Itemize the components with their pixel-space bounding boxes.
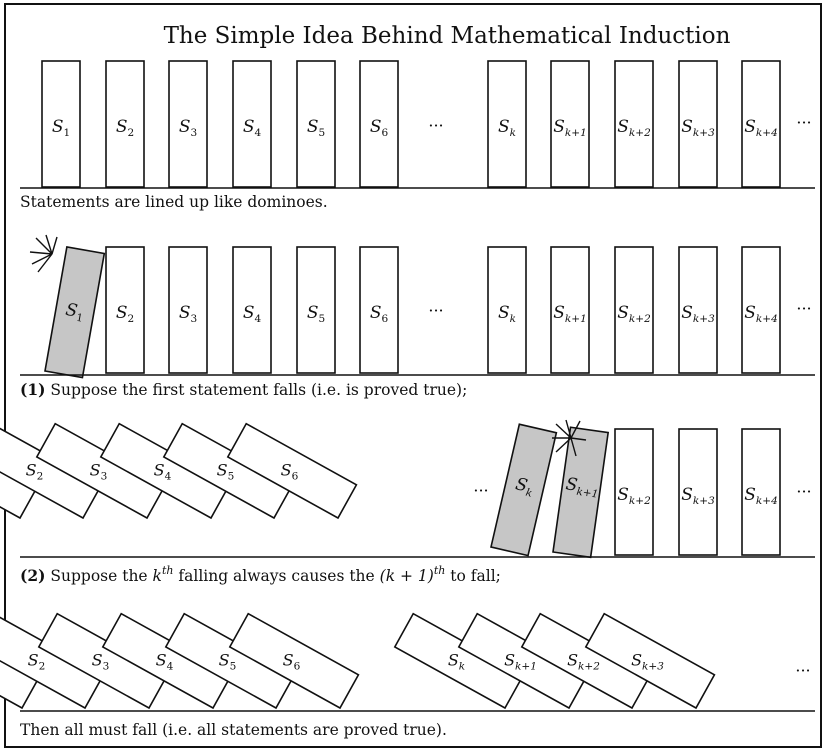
caption-3: (2) Suppose the kth falling always cause… [20,564,501,585]
svg-text:Sk+3: Sk+3 [631,650,664,672]
domino-s5: S5 [296,246,336,374]
ellipsis: ··· [473,481,488,500]
svg-text:S5: S5 [217,460,235,482]
domino-s6-fallen: S6 [226,422,358,520]
domino-s1: S1 [41,60,81,188]
svg-text:S5: S5 [307,303,325,325]
svg-text:Sk+1: Sk+1 [564,474,600,500]
svg-text:Sk+1: Sk+1 [553,117,587,139]
caption-2: (1) Suppose the first statement falls (i… [20,380,467,399]
domino-sk1: Sk+1 [550,246,590,374]
svg-text:S6: S6 [370,117,389,139]
domino-sk2: Sk+2 [614,60,654,188]
domino-sk: Sk [487,60,527,188]
domino-sk2: Sk+2 [614,428,654,556]
domino-s2: S2 [105,246,145,374]
domino-sk4: Sk+4 [741,246,781,374]
svg-text:S3: S3 [179,303,197,325]
domino-s1-fallen: S1 [0,612,42,710]
domino-s6-fallen: S6 [228,612,360,710]
svg-text:Sk+4: Sk+4 [744,117,778,139]
svg-text:S6: S6 [281,460,299,482]
domino-s2: S2 [105,60,145,188]
svg-text:Sk+4: Sk+4 [744,485,778,507]
domino-sk3: Sk+3 [678,428,718,556]
domino-sk: Sk [487,246,527,374]
svg-text:Sk: Sk [513,474,536,499]
svg-text:S1: S1 [52,117,70,139]
ellipsis: ··· [795,661,810,680]
domino-s1-fallen: S1 [0,422,40,520]
svg-text:Sk: Sk [448,650,465,672]
domino-s4: S4 [232,60,272,188]
domino-s5: S5 [296,60,336,188]
diagram-title: The Simple Idea Behind Mathematical Indu… [164,23,731,49]
domino-sk4: Sk+4 [741,428,781,556]
ellipsis: ··· [796,299,811,318]
ellipsis: ··· [796,482,811,501]
svg-text:Sk+4: Sk+4 [744,303,778,325]
svg-text:S5: S5 [219,650,237,672]
domino-sk3: Sk+3 [678,60,718,188]
svg-text:S6: S6 [370,303,389,325]
domino-s3: S3 [168,60,208,188]
domino-sk1-falling: Sk+1 [552,426,610,559]
caption-4: Then all must fall (i.e. all statements … [20,721,447,739]
svg-text:S4: S4 [156,650,174,672]
svg-text:Sk+2: Sk+2 [617,117,651,139]
svg-text:Sk+3: Sk+3 [681,117,715,139]
domino-sk1-fallen: Sk+1 [457,612,589,710]
svg-text:S6: S6 [283,650,301,672]
svg-text:S2: S2 [26,460,44,482]
svg-text:Sk+3: Sk+3 [681,485,715,507]
svg-text:Sk+2: Sk+2 [617,303,651,325]
domino-sk2: Sk+2 [614,246,654,374]
svg-text:S4: S4 [243,117,262,139]
domino-s6: S6 [359,246,399,374]
row-1-standing: S1 S2 S3 S4 S5 S6 ··· Sk Sk+1 [41,60,812,188]
domino-sk1: Sk+1 [550,60,590,188]
row-4-all-fall: S1 S2 S3 S4 S5 S6 ··· Sk Sk+1 [0,612,811,710]
ellipsis: ··· [796,113,811,132]
svg-text:S4: S4 [243,303,262,325]
domino-s3: S3 [168,246,208,374]
domino-s1-falling: S1 [44,245,106,379]
row-3-kth-causes-next: S1 S2 S3 S4 S5 S6 ··· Sk Sk+1 [0,419,812,559]
domino-sk4: Sk+4 [741,60,781,188]
domino-s6: S6 [359,60,399,188]
ellipsis: ··· [428,116,443,135]
svg-text:Sk+2: Sk+2 [567,650,600,672]
svg-text:S2: S2 [116,303,134,325]
domino-s4: S4 [232,246,272,374]
caption-1: Statements are lined up like dominoes. [20,193,328,211]
ellipsis: ··· [428,301,443,320]
svg-text:Sk+3: Sk+3 [681,303,715,325]
domino-sk3-fallen: Sk+3 [584,612,716,710]
svg-text:Sk+2: Sk+2 [617,485,651,507]
domino-sk3: Sk+3 [678,246,718,374]
svg-text:S2: S2 [28,650,46,672]
row-2-first-falls: S1 S2 S3 S4 S5 S6 ··· [29,234,812,379]
svg-text:S4: S4 [154,460,172,482]
svg-text:Sk+1: Sk+1 [504,650,537,672]
svg-text:S1: S1 [64,300,86,325]
svg-text:S3: S3 [92,650,110,672]
svg-text:Sk+1: Sk+1 [553,303,587,325]
domino-sk-falling: Sk [490,423,558,557]
svg-text:S5: S5 [307,117,325,139]
svg-text:S3: S3 [179,117,197,139]
impact-spark-icon [29,234,58,273]
impact-spark-icon [552,419,587,457]
svg-text:Sk: Sk [498,303,516,325]
svg-text:S3: S3 [90,460,108,482]
svg-text:S2: S2 [116,117,134,139]
svg-text:Sk: Sk [498,117,516,139]
